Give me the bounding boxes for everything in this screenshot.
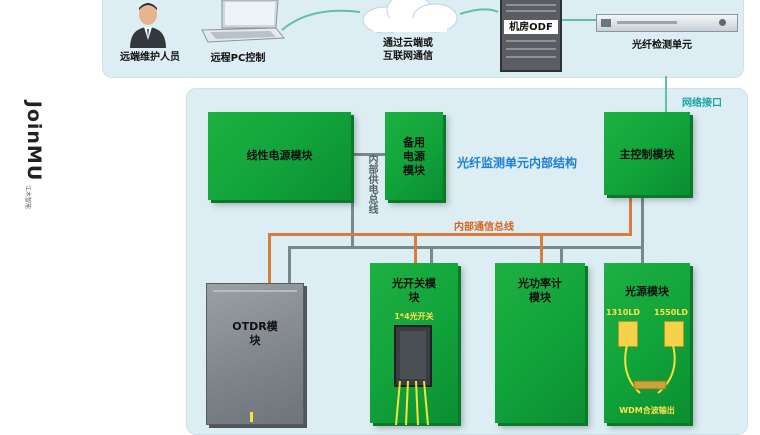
- odf-label: 机房ODF: [509, 22, 553, 33]
- comm-bus-drop-meter: [540, 233, 543, 263]
- backup-power-module: 备用 电源 模块: [385, 112, 443, 200]
- main-control-label: 主控制模块: [619, 148, 675, 161]
- power-meter-module: 光功率计 模块: [495, 263, 585, 423]
- comm-bus-drop-otdr: [268, 233, 271, 283]
- comm-bus-h: [268, 233, 632, 236]
- odf-rack: [500, 0, 562, 72]
- cloud-label-line1: 通过云端或: [383, 38, 433, 49]
- ld1550-label: 1550LD: [654, 308, 689, 317]
- diagram-title: 光纤监测单元内部结构: [457, 156, 578, 170]
- linear-power-label: 线性电源模块: [246, 149, 313, 162]
- linear-power-module: 线性电源模块: [208, 112, 351, 200]
- power-meter-line2: 模块: [529, 290, 551, 304]
- light-source-module: 光源模块 1310LD 1550LD WDM合波输出: [604, 263, 690, 423]
- light-source-label: 光源模块: [625, 285, 669, 298]
- switch-label-line1: 光开关模: [392, 277, 436, 290]
- power-bus-drop-switch: [430, 246, 433, 263]
- power-bus-v-main: [351, 153, 354, 248]
- comm-bus-drop-mainctrl: [629, 195, 632, 236]
- wdm-label: WDM合波输出: [619, 406, 675, 415]
- fiber-unit-device: [596, 14, 738, 32]
- power-bus-drop-source: [641, 246, 644, 263]
- cloud-label-line2: 互联网通信: [383, 50, 433, 62]
- backup-power-line1: 备用: [403, 136, 425, 149]
- person-icon: [130, 3, 166, 48]
- power-bus-h-main: [288, 246, 644, 249]
- otdr-output-fiber: [250, 412, 253, 422]
- power-bus-drop-meter: [560, 246, 563, 263]
- power-meter-line1: 光功率计: [518, 277, 562, 290]
- switch-label-line2: 块: [408, 290, 420, 304]
- otdr-label: OTDR模 块: [207, 320, 303, 348]
- person-label: 远端维护人员: [120, 52, 180, 63]
- wdm-fiber-lines: [624, 345, 676, 394]
- cloud-icon: [362, 0, 458, 34]
- backup-power-line3: 模块: [403, 163, 425, 177]
- power-bus-h-top: [352, 153, 385, 156]
- comm-bus-label: 内部通信总线: [454, 222, 514, 233]
- optical-switch-module: 光开关模 块 1*4光开关: [370, 263, 458, 425]
- backup-power-line2: 电源: [403, 149, 425, 163]
- power-meter-label: 光功率计 模块: [495, 277, 585, 305]
- switch-fiber-lines: [395, 381, 429, 425]
- backup-power-label: 备用 电源 模块: [385, 136, 443, 177]
- otdr-label-line2: 块: [249, 333, 261, 347]
- pc-label: 远程PC控制: [210, 53, 266, 64]
- switch-chip-icon: [394, 325, 432, 387]
- power-bus-label: 内部供电总线: [366, 154, 377, 214]
- network-port-label: 网络接口: [682, 98, 722, 109]
- unit-label: 光纤检测单元: [632, 40, 692, 51]
- cloud-label: 通过云端或 互联网通信: [360, 38, 456, 63]
- comm-bus-drop-switch: [414, 233, 417, 263]
- switch-sub-label: 1*4光开关: [394, 312, 434, 321]
- brand-logo: JoinMU 江木智能: [10, 82, 54, 222]
- main-control-module: 主控制模块: [604, 112, 690, 195]
- switch-label: 光开关模 块: [370, 277, 458, 305]
- power-bus-drop-mainctrl: [641, 195, 644, 249]
- ld1550-icon: [664, 321, 684, 347]
- otdr-module: OTDR模 块: [206, 283, 304, 425]
- laptop-icon: [201, 0, 285, 43]
- power-bus-drop-otdr: [288, 246, 291, 286]
- ld1310-label: 1310LD: [606, 308, 641, 317]
- brand-sub-text: 江木智能: [24, 184, 31, 209]
- otdr-label-line1: OTDR模: [232, 320, 278, 333]
- network-port-line: [665, 76, 667, 112]
- ld1310-icon: [618, 321, 638, 347]
